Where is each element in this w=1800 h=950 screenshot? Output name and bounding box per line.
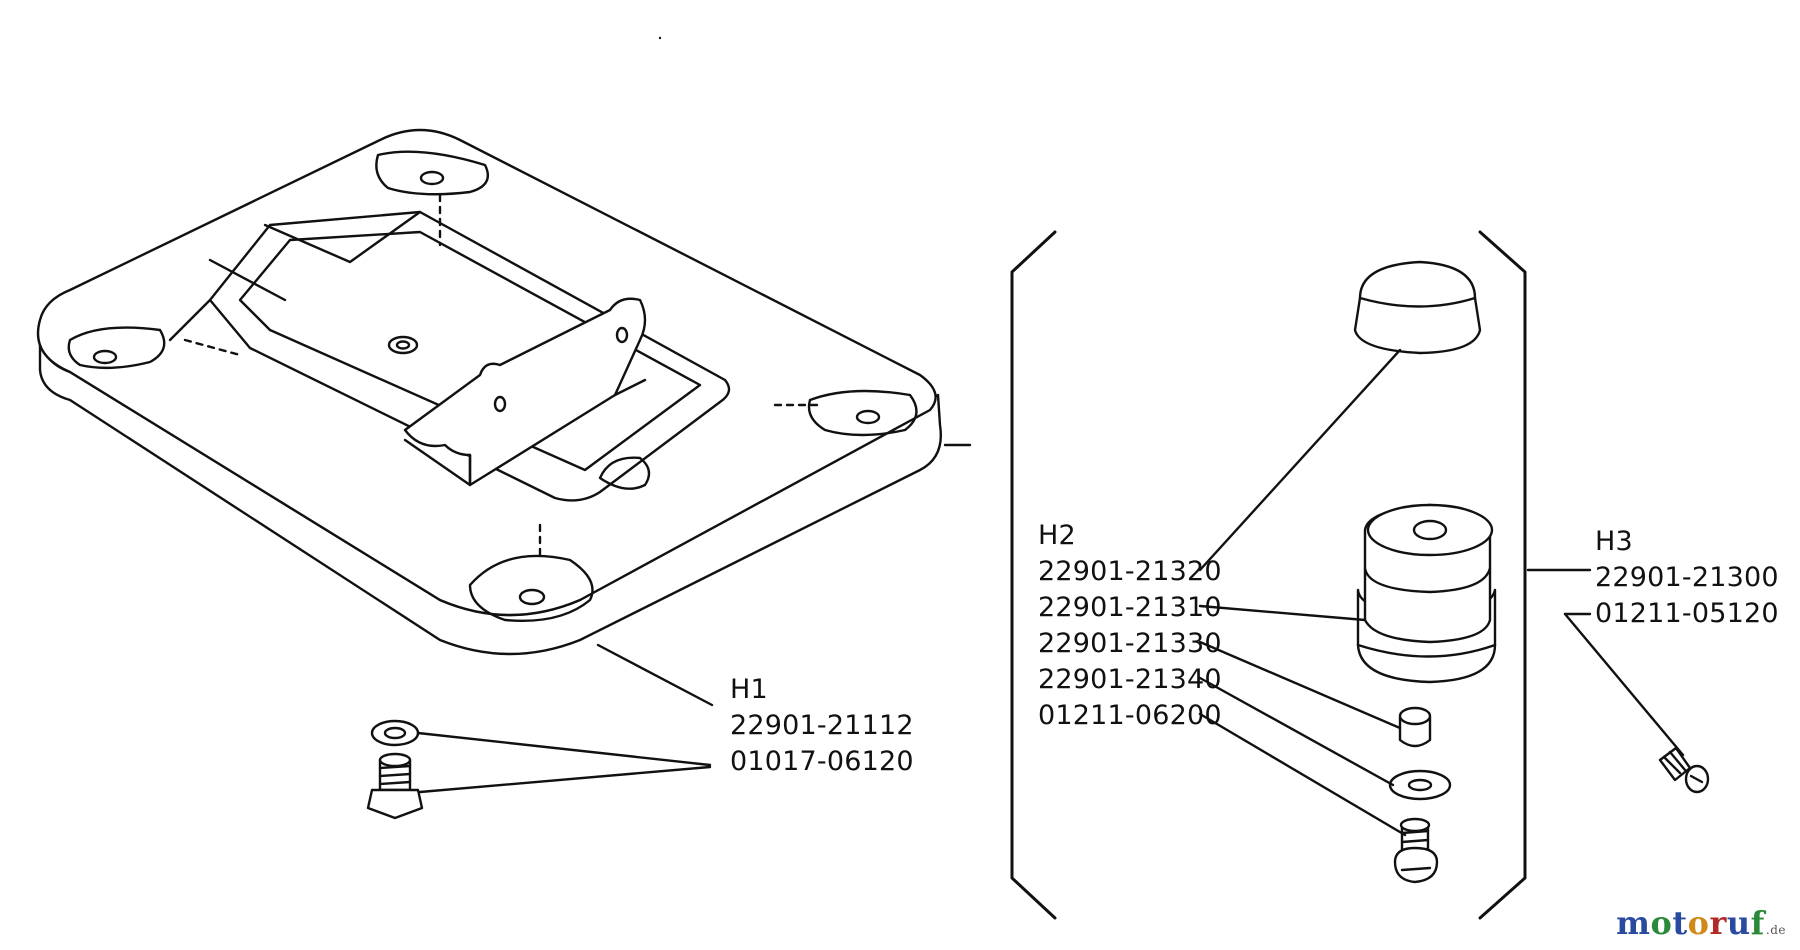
h3-leaders [1526, 568, 1685, 757]
watermark-logo: motoruf.de [1616, 904, 1786, 942]
h2-part-number: 22901-21320 [1038, 556, 1222, 587]
watermark-letter: o [1687, 904, 1710, 942]
h2-bolt [1393, 817, 1439, 884]
h2-washer [1388, 769, 1452, 801]
h1-leaders [416, 643, 714, 794]
h2-bracket [1010, 230, 1527, 920]
watermark-letter: u [1726, 904, 1751, 942]
h3-group-label: H3 [1595, 526, 1633, 557]
h2-spacer [1398, 706, 1432, 748]
watermark-letter: f [1750, 904, 1765, 942]
h2-leaders [1198, 348, 1407, 837]
h2-group-label: H2 [1038, 520, 1076, 551]
h3-part-number: 22901-21300 [1595, 562, 1779, 593]
watermark-letter: o [1650, 904, 1673, 942]
watermark-suffix: .de [1765, 923, 1786, 937]
watermark-letter: m [1616, 904, 1651, 942]
h3-bolt [1658, 746, 1710, 794]
h1-washer [370, 719, 420, 747]
h3-part-number: 01211-05120 [1595, 598, 1779, 629]
h1-group-label: H1 [730, 674, 768, 705]
watermark-letter: t [1672, 904, 1688, 942]
watermark-letter: r [1709, 904, 1727, 942]
h2-part-number: 22901-21330 [1038, 628, 1222, 659]
h2-part-number: 22901-21340 [1038, 664, 1222, 695]
h1-bolt [366, 752, 424, 820]
h2-damper [1356, 503, 1497, 684]
h1-part-number: 22901-21112 [730, 710, 914, 741]
h2-part-number: 22901-21310 [1038, 592, 1222, 623]
h2-cap [1353, 260, 1482, 355]
h1-part-number: 01017-06120 [730, 746, 914, 777]
h2-part-number: 01211-06200 [1038, 700, 1222, 731]
base-plate [36, 128, 972, 656]
